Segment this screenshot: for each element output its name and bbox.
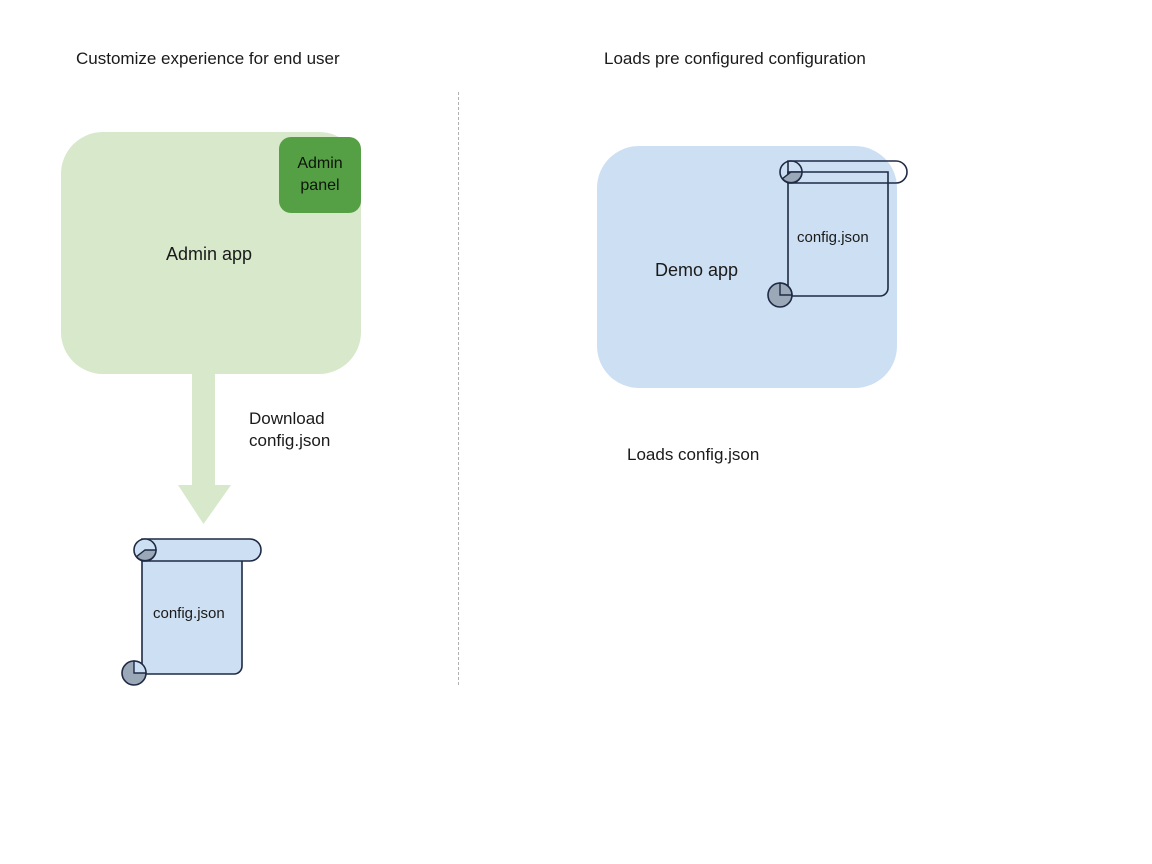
config-json-document-right[interactable]	[766, 150, 914, 316]
config-json-label-left: config.json	[153, 605, 225, 622]
admin-panel-label: Admin panel	[297, 153, 342, 197]
left-column-heading: Customize experience for end user	[76, 49, 340, 68]
download-arrow-icon	[178, 372, 231, 524]
config-json-label-right: config.json	[797, 229, 869, 246]
config-json-document-left[interactable]	[120, 528, 268, 694]
download-arrow-label-line2: config.json	[249, 431, 331, 450]
admin-panel-label-line1: Admin	[297, 155, 343, 172]
download-arrow-label-line1: Download	[249, 409, 325, 428]
demo-app-label: Demo app	[655, 260, 739, 280]
demo-app-box	[597, 146, 897, 388]
admin-panel-label-line2: panel	[300, 177, 340, 194]
loads-config-caption: Loads config.json	[627, 445, 760, 464]
download-arrow-label: Download config.json	[249, 408, 330, 452]
column-divider	[458, 92, 459, 685]
admin-app-label: Admin app	[166, 244, 253, 264]
admin-panel-box[interactable]: Admin panel	[279, 137, 361, 213]
right-column-heading: Loads pre configured configuration	[604, 49, 866, 68]
